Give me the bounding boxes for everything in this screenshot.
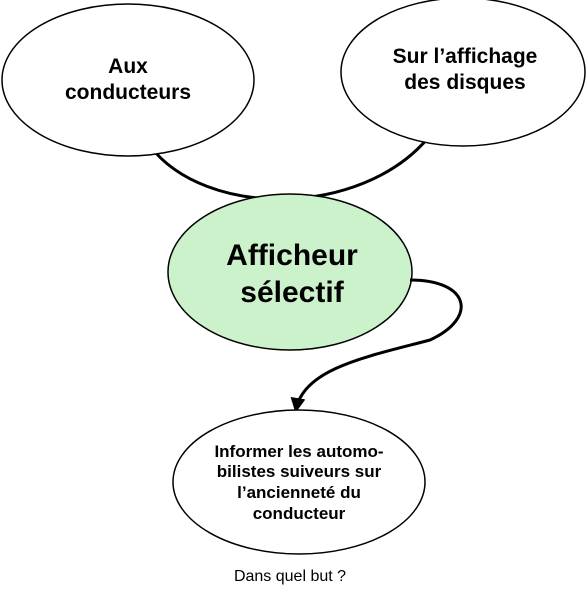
ellipse-conducteurs [1,3,255,157]
node-label-informer: Informer les automo- bilistes suiveurs s… [183,433,415,533]
ellipse-disques [340,0,586,147]
node-text-line: Afficheur [226,239,358,273]
node-text-line: sélectif [240,276,344,309]
ellipse-informer [172,409,426,555]
node-text-line: conducteur [252,503,346,523]
caption-question: Dans quel but ? [233,568,347,585]
node-text-line: Aux [108,54,148,78]
node-text-line: l’ancienneté du [237,483,361,502]
node-text-line: Sur l’affichage [392,44,538,68]
ellipse-afficheur [167,193,413,351]
node-label-afficheur: Afficheur sélectif [172,225,412,325]
node-text-line: bilistes suiveurs sur [216,462,382,482]
connector-top-curve [148,137,430,201]
node-text-line: des disques [404,71,526,94]
node-label-conducteurs: Aux conducteurs [28,40,228,120]
node-label-disques: Sur l’affichage des disques [350,30,580,110]
node-text-line: conducteurs [64,81,192,104]
node-text-line: Informer les automo- [214,441,384,461]
connector-arrow [290,278,463,413]
